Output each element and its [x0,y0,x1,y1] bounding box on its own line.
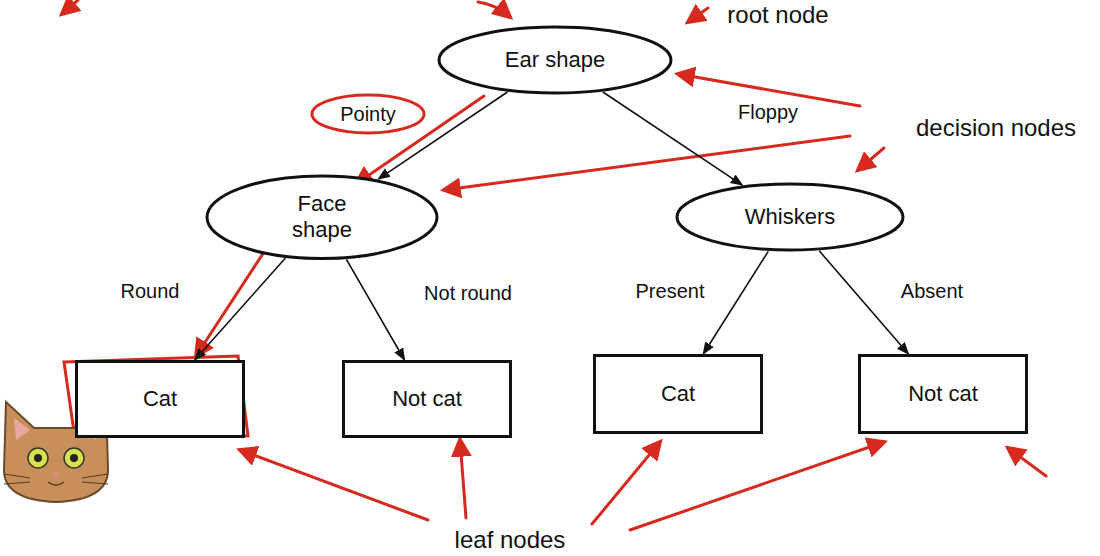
cat-nose [52,472,60,477]
red-arrow [592,442,660,524]
node-label: Not cat [392,386,462,412]
cat-ear-inner [14,418,30,440]
red-arrow [1008,448,1046,476]
decision-node: Face shape [205,174,439,261]
red-arrow [858,148,884,170]
red-arrow [630,442,884,530]
red-arrow [688,8,708,22]
cat-whiskers [4,474,108,484]
leaf-node: Cat [593,354,763,434]
branch-label: Present [633,280,708,303]
ellipse-shape [207,176,437,259]
ellipse-shape [677,184,903,250]
branch-label: Not round [421,282,515,305]
annotation-label: decision nodes [913,114,1079,142]
branch-arrow [346,259,404,360]
red-arrow [478,2,510,17]
branch-label: Round [118,280,183,303]
leaf-node: Not cat [858,354,1028,434]
red-arrow [460,440,466,518]
cat-eye [28,448,48,468]
red-arrow [444,136,850,190]
branch-arrow [603,92,742,185]
ellipse-shape [439,27,671,93]
branch-arrow [819,251,908,354]
cat-pupil [70,454,78,462]
node-label: Face shape [277,191,367,244]
branch-label: Floppy [735,101,801,124]
cat-pupil [34,454,42,462]
annotation-label: leaf nodes [452,526,569,554]
red-annotations [62,0,1046,530]
branch-label: Pointy [337,103,399,126]
red-arrow [240,450,428,520]
node-label: Not cat [908,381,978,407]
node-label: Whiskers [745,204,835,230]
red-arrow [62,0,78,14]
decision-node: Ear shape [437,25,673,95]
annotation-label: root node [724,1,831,29]
leaf-node: Not cat [342,360,512,438]
leaf-node: Cat [75,360,245,438]
cat-mouth [48,482,64,485]
cat-eye [64,448,84,468]
branch-arrow [703,251,768,354]
decision-node: Whiskers [675,182,905,252]
node-label: Cat [661,381,695,407]
red-arrow [196,252,264,356]
node-label: Cat [143,386,177,412]
branch-arrow [195,258,286,360]
red-circle [312,95,424,133]
node-label: Ear shape [505,47,605,73]
branch-label: Absent [898,280,966,303]
